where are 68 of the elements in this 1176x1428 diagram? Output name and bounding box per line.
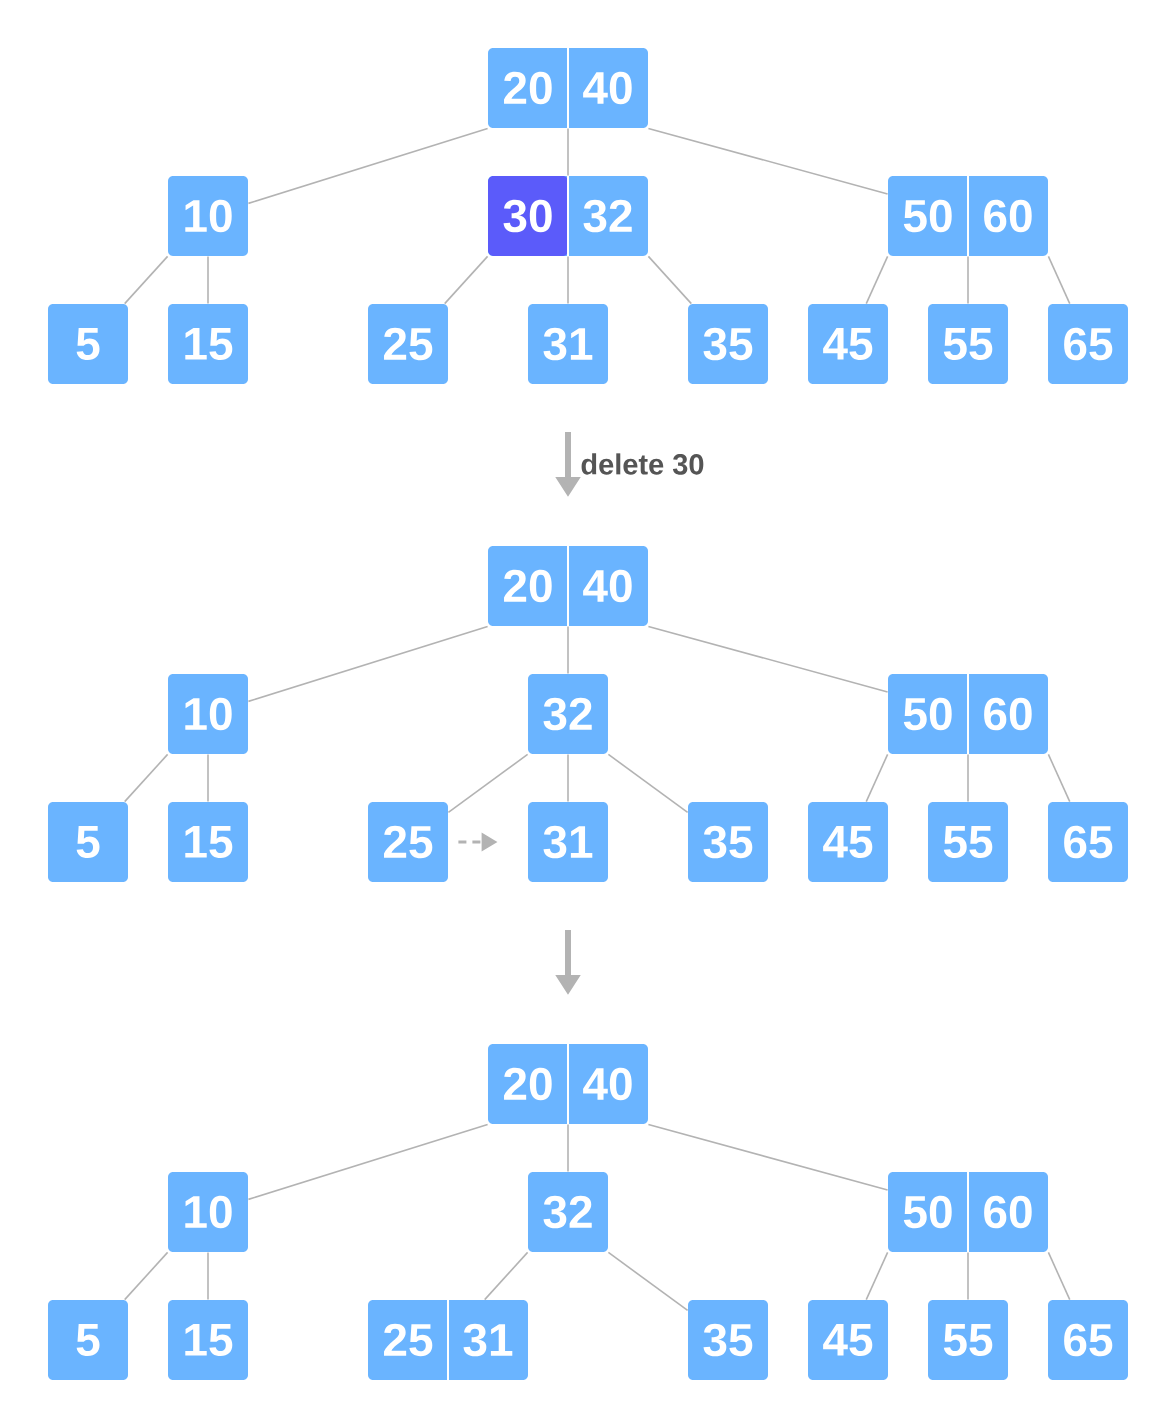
tree-line <box>865 753 889 803</box>
key-box: 20 40 <box>488 48 648 128</box>
key-box: 65 <box>1048 802 1128 882</box>
tree-line <box>207 753 209 803</box>
tree-line <box>607 1251 689 1312</box>
key-box: 15 <box>168 1300 248 1380</box>
key-box: 32 <box>528 674 608 754</box>
tree-line <box>967 255 969 305</box>
tree-line <box>123 255 169 305</box>
key-box: 15 <box>168 802 248 882</box>
key-box: 25 <box>368 802 448 882</box>
key-box: 5 <box>48 802 128 882</box>
key-box: 55 <box>928 802 1008 882</box>
tree-line <box>207 255 209 305</box>
tree-line <box>207 1251 209 1301</box>
key-box: 45 <box>808 1300 888 1380</box>
key-box: 10 <box>168 176 248 256</box>
key-box: 31 <box>528 802 608 882</box>
key-box: 55 <box>928 1300 1008 1380</box>
key-box: 35 <box>688 802 768 882</box>
key-box: 20 40 <box>488 546 648 626</box>
key-box: 50 60 <box>888 674 1048 754</box>
key-box: 35 <box>688 1300 768 1380</box>
tree-line <box>647 625 889 693</box>
tree-line <box>865 255 889 305</box>
tree-line <box>865 1251 889 1301</box>
tree-line <box>443 255 489 305</box>
tree-line <box>1047 753 1071 803</box>
key-box: 65 <box>1048 1300 1128 1380</box>
tree-line <box>967 753 969 803</box>
key-box: 45 <box>808 304 888 384</box>
tree-line <box>647 127 889 195</box>
key-box: 10 <box>168 674 248 754</box>
step-label: delete 30 <box>581 453 704 475</box>
key-box: 25 <box>368 304 448 384</box>
tree-line <box>567 255 569 305</box>
key-box: 30 32 <box>488 176 648 256</box>
key-box: 55 <box>928 304 1008 384</box>
tree-line <box>607 753 689 814</box>
tree-line <box>967 1251 969 1301</box>
tree-line <box>567 753 569 803</box>
tree-line <box>1047 1251 1071 1301</box>
tree-line <box>1047 255 1071 305</box>
tree-line <box>123 753 169 803</box>
tree-line <box>567 625 569 675</box>
tree-line <box>123 1251 169 1301</box>
key-box: 15 <box>168 304 248 384</box>
key-box: 45 <box>808 802 888 882</box>
tree-line <box>567 127 569 177</box>
key-box: 35 <box>688 304 768 384</box>
key-box: 50 60 <box>888 176 1048 256</box>
key-box: 31 <box>528 304 608 384</box>
tree-line <box>567 1123 569 1173</box>
key-box: 65 <box>1048 304 1128 384</box>
tree-line <box>247 1123 489 1201</box>
tree-line <box>447 753 529 814</box>
key-box: 20 40 <box>488 1044 648 1124</box>
tree-line <box>483 1251 529 1301</box>
key-box: 5 <box>48 304 128 384</box>
key-box: 10 <box>168 1172 248 1252</box>
tree-line <box>247 625 489 703</box>
key-box: 5 <box>48 1300 128 1380</box>
tree-line <box>247 127 489 205</box>
key-box: 25 31 <box>368 1300 528 1380</box>
tree-line <box>647 255 693 305</box>
key-box: 50 60 <box>888 1172 1048 1252</box>
key-box: 32 <box>528 1172 608 1252</box>
tree-line <box>647 1123 889 1191</box>
